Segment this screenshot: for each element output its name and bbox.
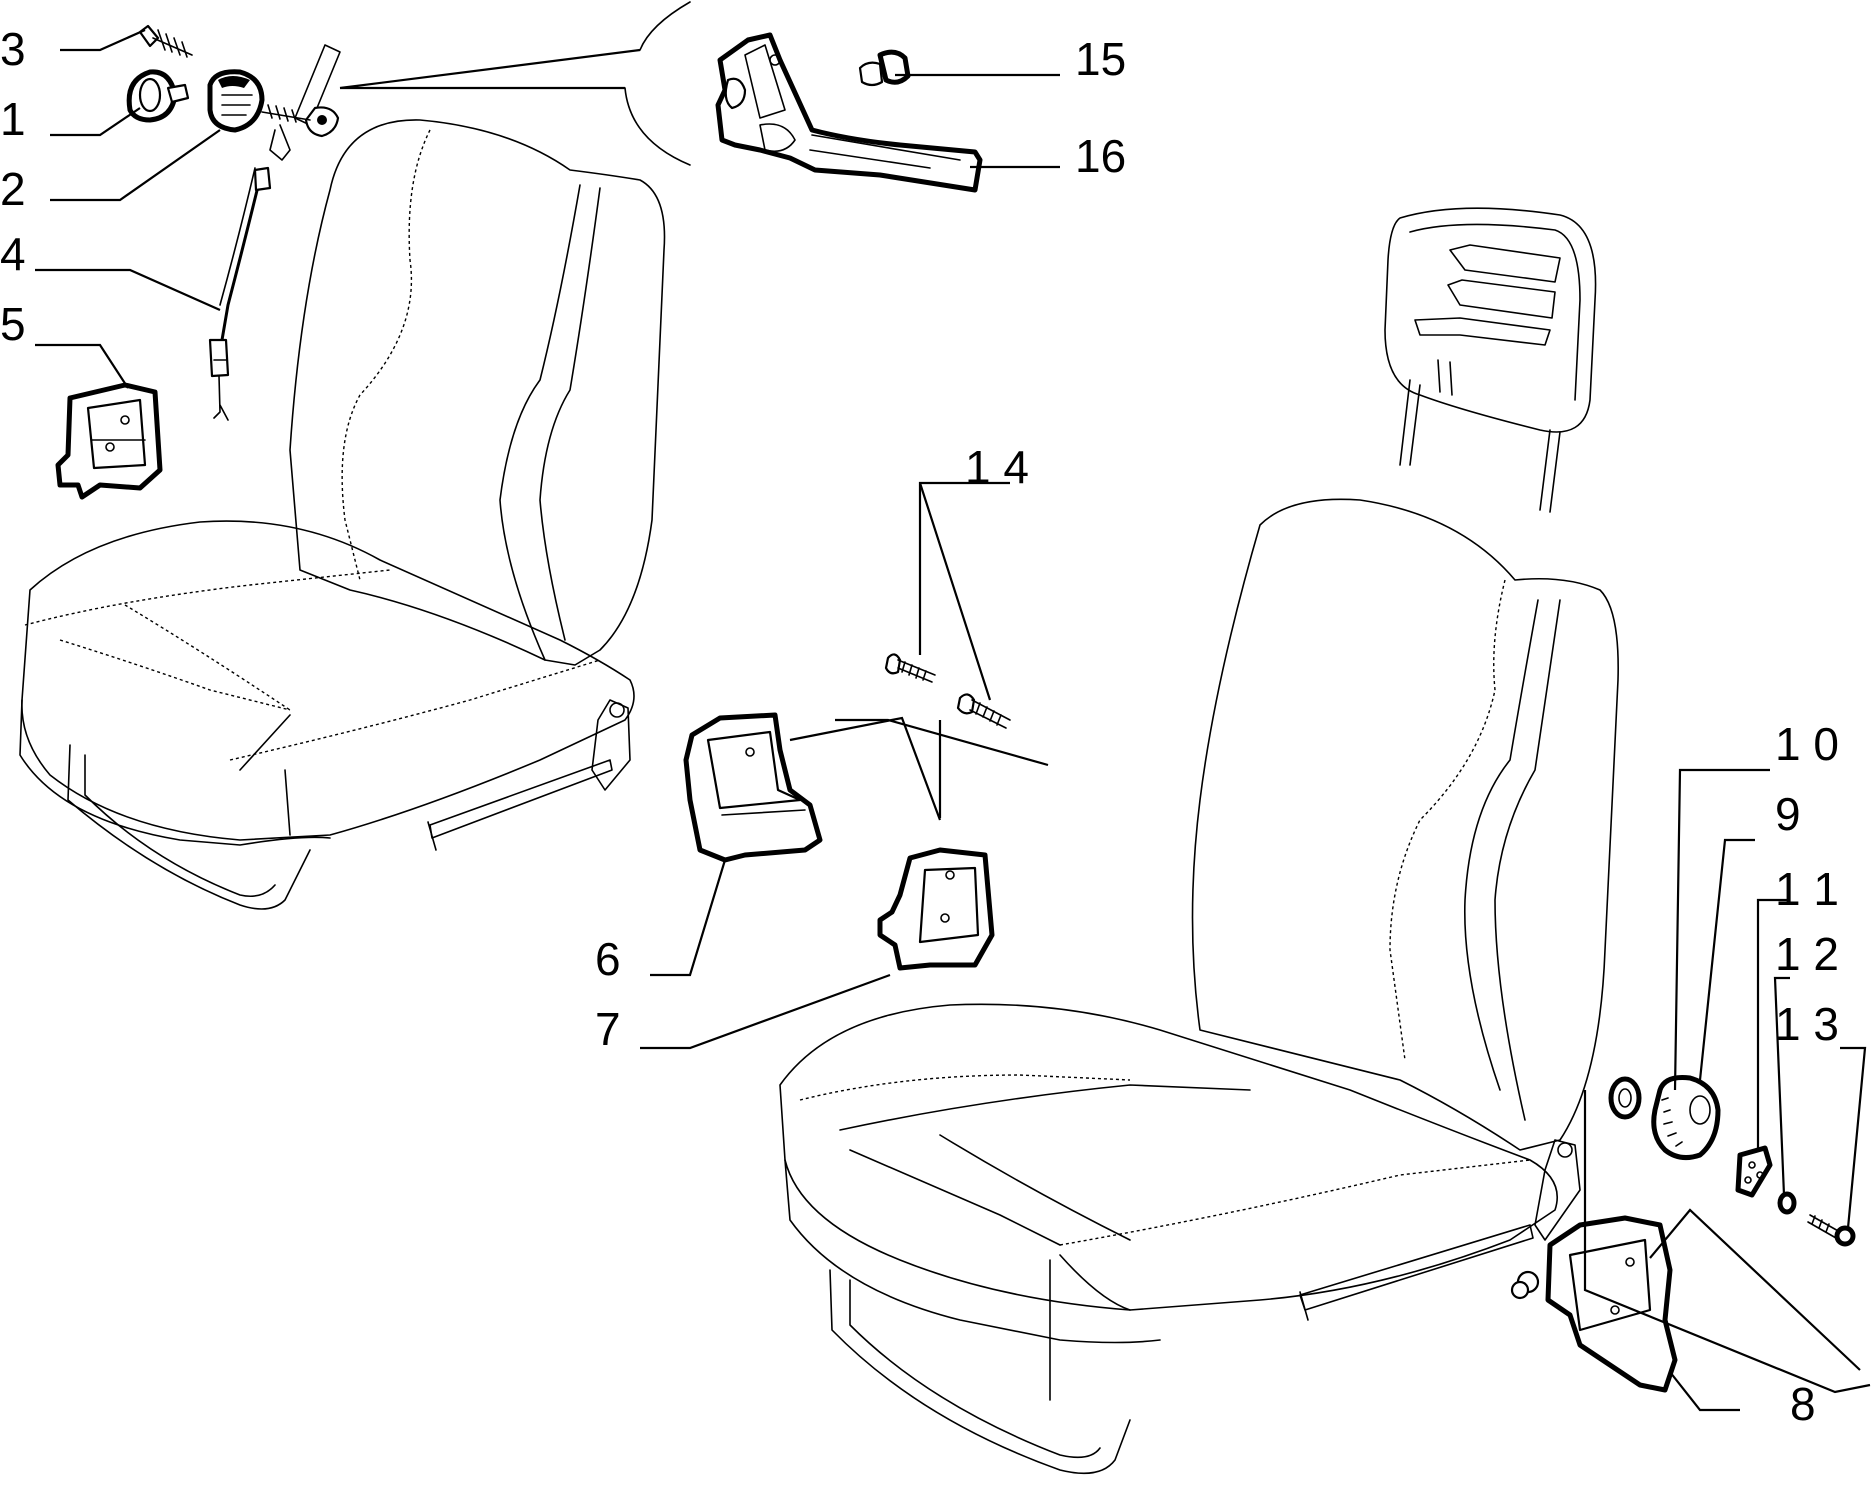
callout-label-5: 5 — [0, 298, 26, 350]
callout-label-7: 7 — [595, 1003, 621, 1055]
callout-label-4: 4 — [0, 228, 26, 280]
callout-label-8: 8 — [1790, 1378, 1816, 1430]
cap-part-15 — [858, 49, 911, 87]
callout-label-12: 1 2 — [1775, 928, 1839, 980]
detail-bubble — [624, 1, 691, 166]
screws-part-14 — [884, 653, 1011, 729]
left-seat — [19, 119, 666, 910]
callout-label-9: 9 — [1775, 788, 1801, 840]
callout-label-13: 1 3 — [1775, 998, 1839, 1050]
callout-labels: 3 1 2 4 5 15 16 1 4 6 7 1 0 9 1 1 1 2 1 … — [0, 23, 1839, 1430]
callout-label-11: 1 1 — [1775, 863, 1839, 915]
side-cover-part-7 — [877, 847, 995, 971]
recliner-cable-assembly — [126, 24, 341, 421]
callout-label-10: 1 0 — [1775, 718, 1839, 770]
callout-label-14: 1 4 — [965, 441, 1029, 493]
callout-label-16: 16 — [1075, 130, 1126, 182]
callout-label-1: 1 — [0, 93, 26, 145]
leader-lines — [35, 28, 1871, 1412]
right-seat — [779, 498, 1619, 1475]
headrest — [1384, 207, 1597, 513]
recliner-knob-assembly — [1608, 1075, 1856, 1247]
side-cover-part-5 — [55, 382, 163, 500]
callout-label-15: 15 — [1075, 33, 1126, 85]
callout-label-2: 2 — [0, 163, 26, 215]
callout-label-6: 6 — [595, 933, 621, 985]
lever-part-16 — [715, 32, 983, 193]
side-cover-part-8 — [1545, 1215, 1678, 1393]
side-cover-part-6 — [683, 712, 823, 863]
callout-label-3: 3 — [0, 23, 26, 75]
